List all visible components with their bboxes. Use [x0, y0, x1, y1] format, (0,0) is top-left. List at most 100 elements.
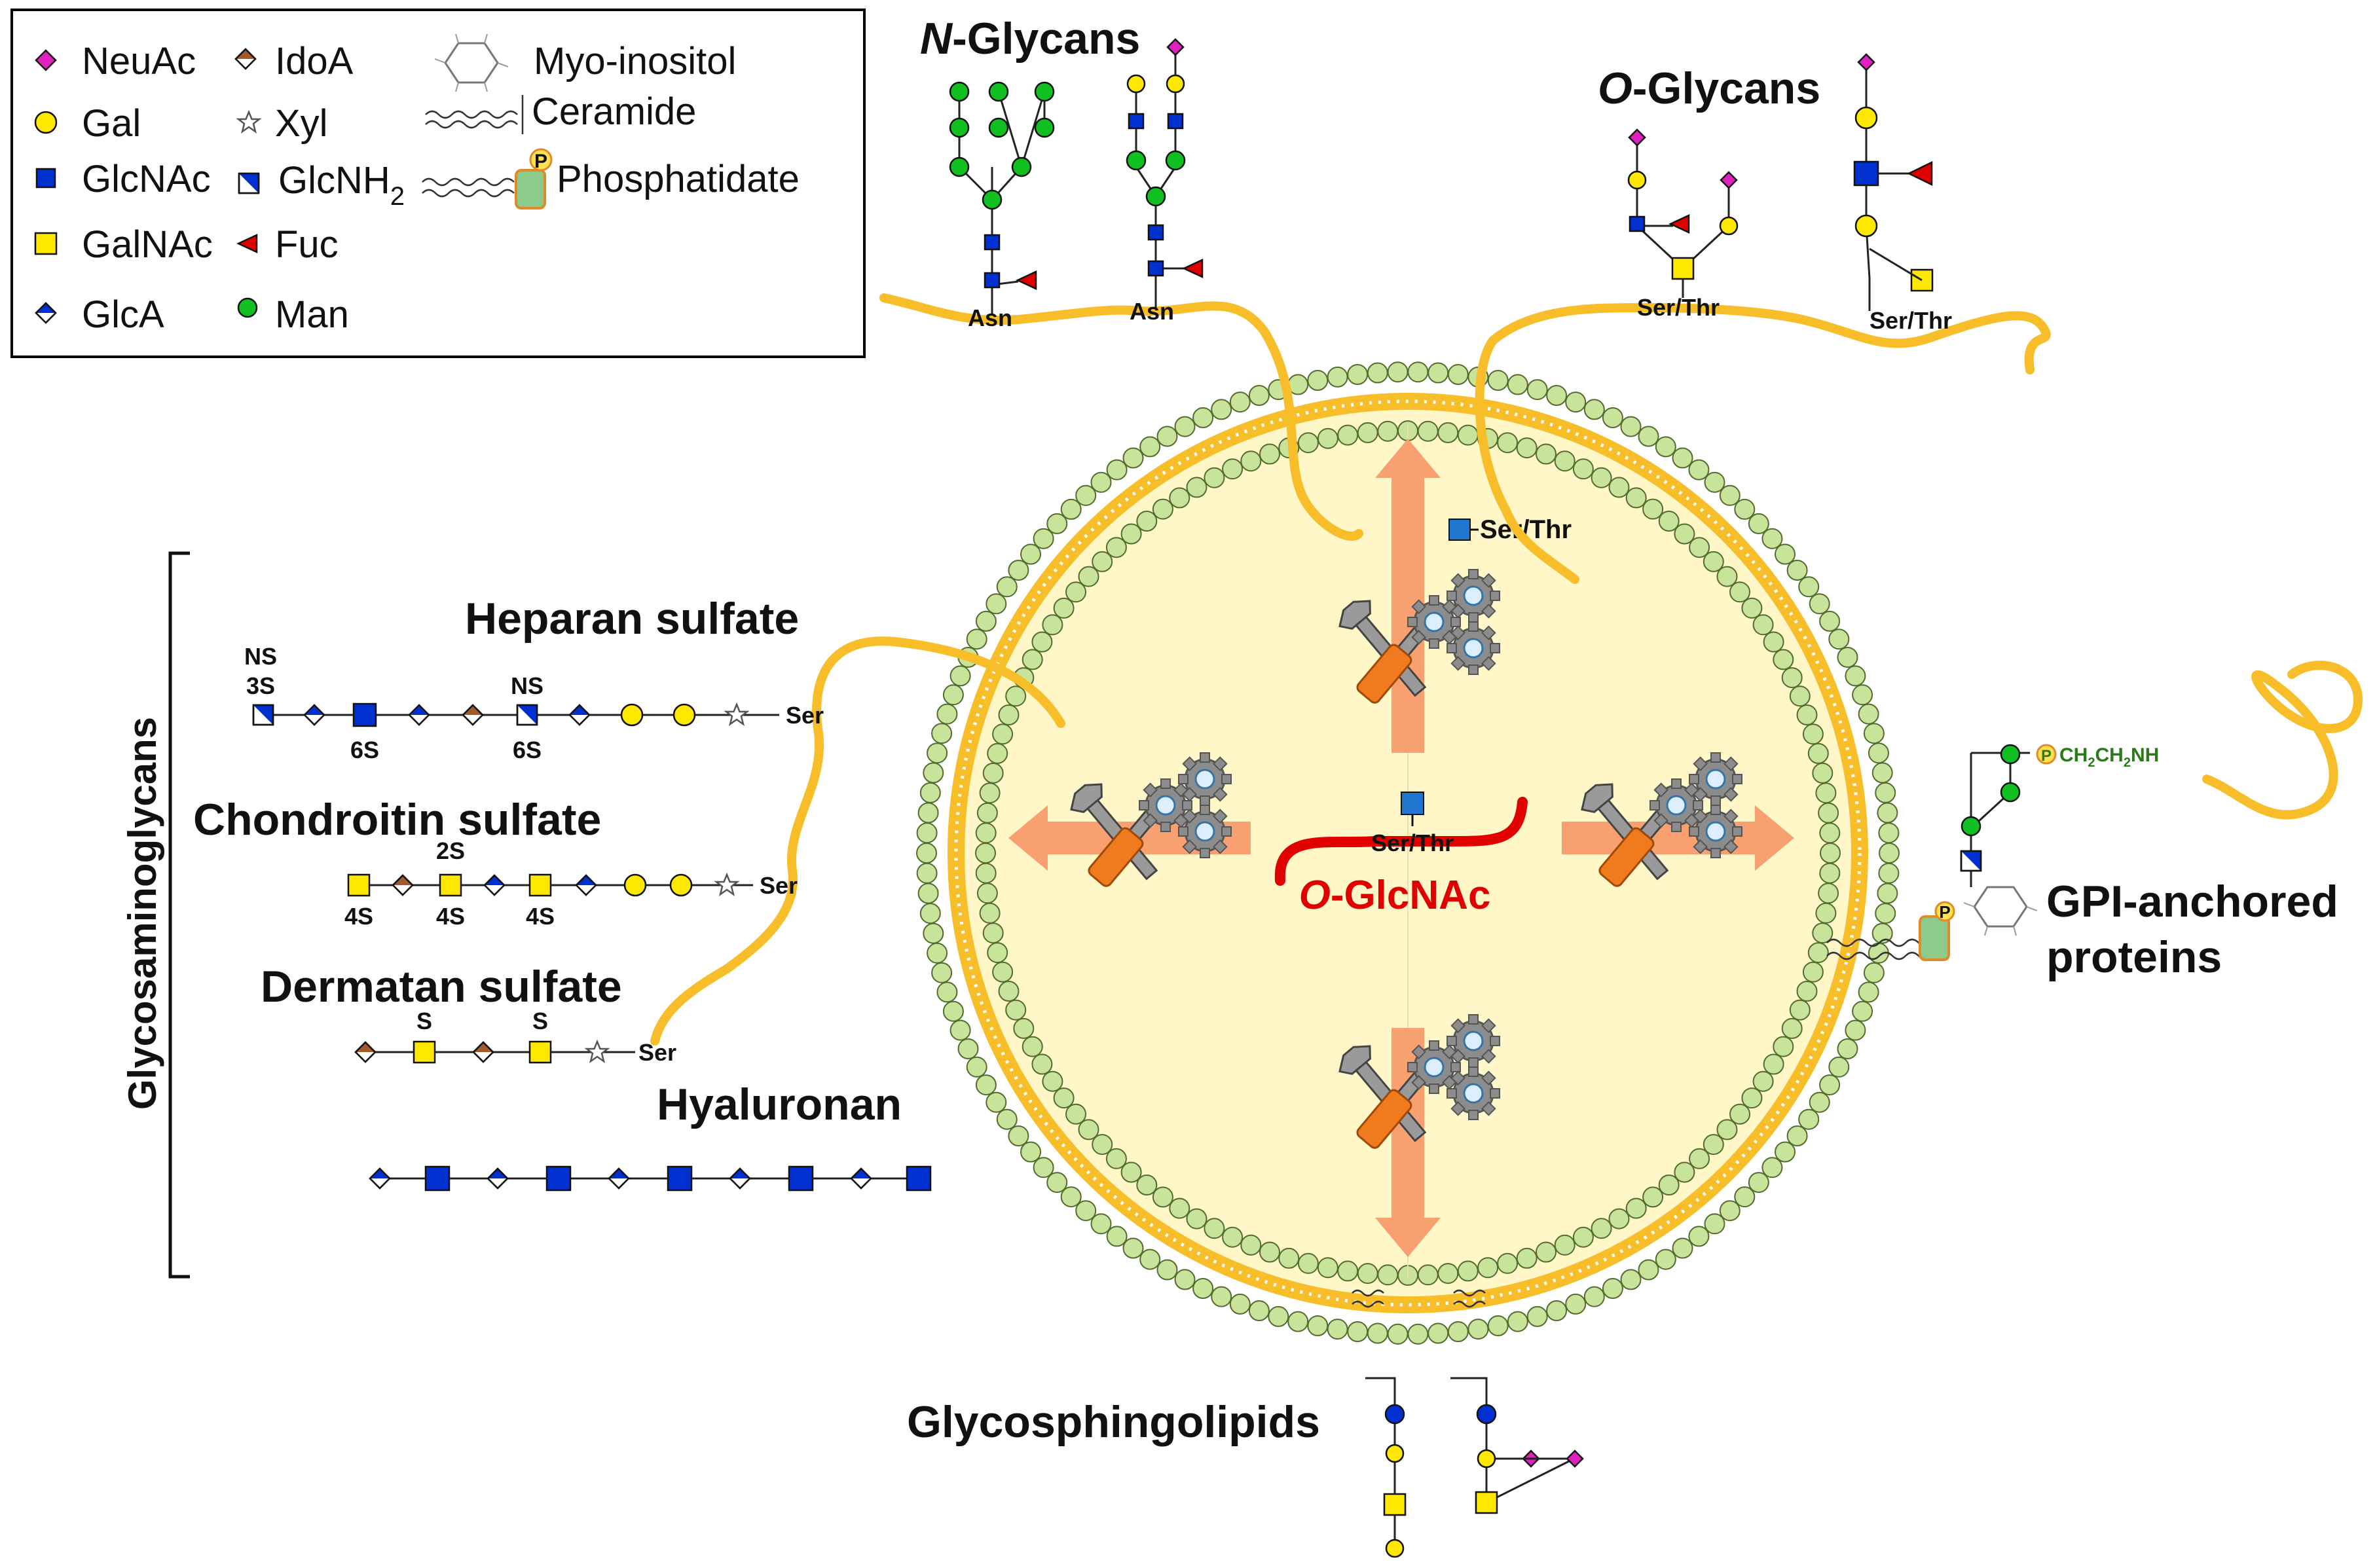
o-glycan-1-ser-thr: Ser/Thr [1637, 294, 1720, 321]
lipid-head [1487, 370, 1509, 391]
legend-idoa: IdoA [275, 40, 354, 82]
lipid-head [1526, 379, 1548, 401]
lipid-head [1729, 581, 1750, 603]
n-glycan-1-asn: Asn [968, 304, 1012, 331]
n-glycans: N-Glycans Asn [879, 14, 1363, 541]
gpi-linker-sub-2: 2 [2124, 756, 2131, 770]
lipid-head [1477, 1257, 1499, 1279]
glcnac-symbol-icon [35, 168, 56, 189]
lipid-head [1852, 1000, 1873, 1022]
lipid-head [1377, 1264, 1399, 1286]
lipid-head [1437, 422, 1459, 443]
lipid-head [1005, 685, 1027, 707]
lipid-head [1046, 1172, 1068, 1194]
gpi-inositol-icon [1963, 886, 2038, 936]
gpi-title-line2: proteins [2046, 932, 2222, 982]
lipid-head [1139, 1249, 1161, 1270]
gpi-anchor: P P CH2CH2NH GPI-anchored proteins [1826, 661, 2363, 982]
lipid-head [1467, 1319, 1489, 1340]
lipid-head [1879, 843, 1900, 864]
lipid-head [1620, 416, 1642, 437]
chondroitin-mod-2s: 2S [436, 837, 465, 864]
lipid-head [1317, 428, 1338, 449]
lipid-head [1042, 1070, 1063, 1092]
lipid-head [1174, 416, 1196, 437]
lipid-head [1287, 1311, 1309, 1332]
lipid-head [1741, 1087, 1763, 1109]
lipid-head [1672, 1237, 1693, 1259]
lipid-head [919, 903, 941, 924]
lipid-head [1526, 1305, 1548, 1327]
lipid-head [1807, 942, 1829, 964]
lipid-head [1136, 1175, 1158, 1195]
lipid-head [1005, 999, 1027, 1021]
lipid-head [1259, 443, 1280, 465]
lipid-head [1748, 513, 1769, 534]
lipid-head [1008, 1125, 1029, 1146]
lipid-head [992, 961, 1014, 983]
lipid-head [1812, 762, 1833, 784]
lipid-head [1186, 477, 1207, 498]
lipid-head [1065, 581, 1086, 603]
lipid-head [942, 684, 964, 706]
lipid-head [1136, 511, 1158, 532]
lipid-head [1106, 1226, 1128, 1247]
center-o-glcnac: Ser/Thr O-GlcNAc [1274, 792, 1528, 918]
lipid-head [1763, 1053, 1784, 1075]
lipid-head [1818, 883, 1839, 904]
o-glycans-title-rest: -Glycans [1632, 64, 1820, 113]
lipid-head [1248, 1300, 1270, 1321]
lipid-head [917, 802, 939, 824]
lipid-head [1347, 1321, 1369, 1342]
lipid-head [1608, 477, 1630, 498]
lipid-head [1658, 1175, 1680, 1195]
lipid-head [1716, 1119, 1738, 1140]
man-symbol-icon [237, 297, 258, 318]
lipid-head [1169, 1197, 1190, 1219]
heparan-mod-6s-1: 6S [350, 737, 379, 763]
lipid-head [1815, 902, 1837, 924]
lipid-head [1761, 528, 1783, 549]
lipid-head [1752, 1070, 1774, 1092]
legend-myo-inositol: Myo-inositol [534, 40, 736, 82]
lipid-head [1638, 1259, 1659, 1281]
lipid-head [1020, 1141, 1041, 1163]
lipid-head [916, 822, 938, 844]
myo-inositol-icon [434, 33, 509, 92]
lipid-head [1211, 399, 1232, 420]
center-title-rest: -GlcNAc [1331, 873, 1491, 918]
lipid-head [936, 981, 958, 1003]
lipid-head [1583, 1286, 1605, 1307]
lipid-head [1871, 762, 1893, 784]
lipid-head [1060, 1186, 1082, 1208]
legend: NeuAc IdoA Gal Xyl GlcNAc GlcNH2 GalNAc … [10, 9, 866, 358]
lipid-head [1871, 922, 1893, 944]
legend-glcnh2: GlcNH [278, 159, 390, 202]
lipid-head [931, 962, 953, 983]
lipid-head [1875, 903, 1896, 924]
dermatan-mod-s-1: S [416, 1008, 432, 1034]
lipid-head [1565, 1293, 1587, 1315]
lipid-head [1229, 1293, 1251, 1315]
center-title-italic: O [1299, 873, 1331, 918]
lipid-head [1428, 1322, 1449, 1344]
ceramide-icon [425, 95, 524, 134]
lipid-head [996, 576, 1018, 598]
lipid-head [1417, 1264, 1439, 1286]
lipid-head [1092, 1134, 1113, 1156]
lipid-head [986, 593, 1007, 615]
lipid-head [986, 1091, 1007, 1113]
lipid-head [1546, 385, 1568, 406]
lipid-head [975, 822, 997, 844]
lipid-head [1090, 1213, 1112, 1235]
lipid-head [1192, 407, 1214, 428]
lipid-head [1022, 649, 1043, 670]
lipid-head [1053, 597, 1075, 619]
lipid-head [1046, 513, 1068, 534]
lipid-head [936, 703, 958, 725]
n-glycans-title-italic: N [920, 14, 953, 64]
lipid-head [1297, 432, 1319, 454]
svg-text:O-GlcNAc: O-GlcNAc [1299, 873, 1491, 918]
lipid-head [1602, 1278, 1623, 1299]
lipid-head [1447, 1321, 1469, 1342]
